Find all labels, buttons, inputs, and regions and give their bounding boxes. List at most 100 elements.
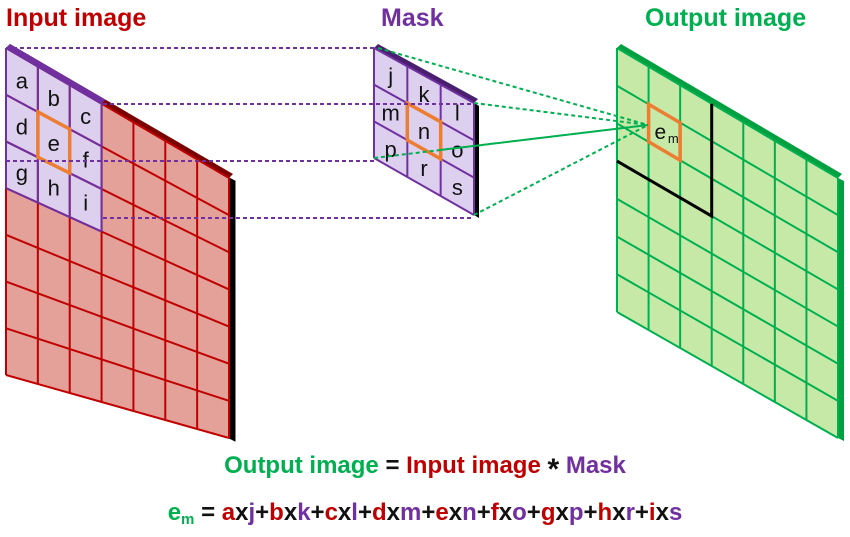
input-cell-letter: g — [16, 160, 28, 185]
input-coefficient: e — [435, 499, 449, 526]
input-coefficient: h — [597, 499, 613, 526]
output-grid-line — [616, 273, 839, 402]
equation-input-term: Input image — [406, 452, 541, 479]
equation-mask-term: Mask — [565, 452, 626, 479]
plus-sign: + — [357, 499, 372, 526]
multiply-sign: x — [498, 499, 513, 526]
multiply-sign: x — [655, 499, 669, 526]
mask-center-highlight — [405, 100, 443, 162]
input-cell-letter: a — [16, 68, 29, 93]
multiply-sign: x — [612, 499, 626, 526]
input-image-grid: abc def ghi — [5, 44, 236, 442]
output-cell-highlight — [646, 101, 682, 164]
plus-sign: + — [634, 499, 649, 526]
mask-cell-letter: l — [455, 100, 460, 125]
output-projection-line — [473, 102, 649, 126]
input-coefficient: d — [371, 499, 387, 526]
mask-cell-letter: k — [419, 82, 431, 107]
output-projection-line — [473, 124, 649, 216]
mask-cell-letter: r — [420, 156, 427, 181]
input-cell-letter: d — [16, 114, 28, 139]
equation-lhs: em — [167, 499, 195, 528]
mask-coefficient: n — [462, 499, 477, 526]
input-cell-letter: c — [80, 104, 91, 129]
output-grid-line — [616, 311, 839, 439]
mask-cell-letter: n — [418, 119, 430, 144]
output-top-edge — [617, 44, 842, 178]
multiply-sign: x — [235, 499, 249, 526]
multiply-sign: x — [283, 499, 298, 526]
mask-grid-line — [373, 157, 475, 216]
plus-sign: + — [421, 499, 436, 526]
input-coefficient: i — [648, 499, 656, 526]
input-window-top-edge — [6, 44, 106, 104]
input-grid-line — [5, 374, 230, 439]
multiply-sign: x — [555, 499, 569, 526]
input-cell-letter: e — [48, 131, 60, 156]
equation-equals: = — [385, 452, 400, 479]
projection-lines — [6, 47, 649, 219]
lhs-sub: m — [181, 511, 195, 528]
input-coefficient: a — [221, 499, 236, 526]
equation-terms: axj+bxk+cxl+dxm+exn+fxo+gxp+hxr+ixs — [222, 499, 683, 526]
input-grid-line — [5, 280, 230, 365]
mask-cell-letter: o — [451, 138, 463, 163]
output-window-outline — [616, 103, 714, 219]
input-coefficient: b — [269, 499, 284, 526]
input-cell-letter: h — [48, 176, 60, 201]
multiply-sign: x — [337, 499, 352, 526]
output-grid-line — [616, 47, 839, 179]
plus-sign: + — [526, 499, 541, 526]
output-projection-line — [373, 124, 649, 159]
equation-general: Output image = Input image * Mask — [0, 452, 850, 487]
mask-coefficient: p — [568, 499, 584, 526]
lhs-main: e — [167, 499, 182, 526]
mask-coefficient: s — [668, 499, 683, 526]
input-image-title: Input image — [6, 4, 147, 32]
mask-title: Mask — [381, 4, 444, 32]
mask-cell-letter: p — [385, 137, 397, 162]
output-projection-line — [377, 47, 649, 126]
mask-cell-letter: m — [382, 100, 400, 125]
mask-coefficient: o — [512, 499, 527, 526]
plus-sign: + — [255, 499, 270, 526]
mask-coefficient: r — [625, 499, 635, 526]
multiply-sign: x — [386, 499, 400, 526]
mask-coefficient: l — [351, 499, 358, 526]
input-coefficient: f — [490, 499, 499, 526]
mask-coefficient: j — [248, 499, 256, 526]
mask-cell-letter: s — [452, 175, 463, 200]
mask-top-edge — [374, 44, 478, 103]
plus-sign: + — [476, 499, 491, 526]
equation-output-term: Output image — [224, 452, 379, 479]
input-cell-letter: i — [83, 191, 88, 216]
input-coefficient: g — [540, 499, 556, 526]
output-side-edge — [838, 178, 844, 441]
input-grid-line — [5, 327, 230, 402]
input-grid-line — [5, 233, 230, 328]
mask-grid-line — [373, 47, 475, 104]
input-center-highlight — [36, 108, 72, 176]
output-image-title: Output image — [645, 4, 807, 32]
input-window-line — [5, 187, 102, 233]
plus-sign: + — [310, 499, 325, 526]
mask-grid: j kl mno prs — [373, 44, 479, 218]
output-cell-label: e — [655, 121, 667, 144]
equation2-equals: = — [201, 499, 216, 526]
multiply-sign: x — [448, 499, 463, 526]
output-grid-line — [616, 197, 839, 328]
input-window-line — [5, 47, 103, 105]
output-grid-line — [616, 235, 839, 365]
mask-coefficient: m — [400, 499, 422, 526]
input-cell-letter: f — [83, 147, 90, 172]
mask-coefficient: k — [297, 499, 311, 526]
mask-cell-letter: j — [387, 64, 393, 89]
output-cell-subscript: m — [668, 131, 679, 146]
convolution-operator: * — [547, 453, 560, 486]
input-coefficient: c — [324, 499, 338, 526]
input-cell-letter: b — [48, 86, 60, 111]
input-window-fill — [6, 48, 102, 232]
plus-sign: + — [583, 499, 598, 526]
